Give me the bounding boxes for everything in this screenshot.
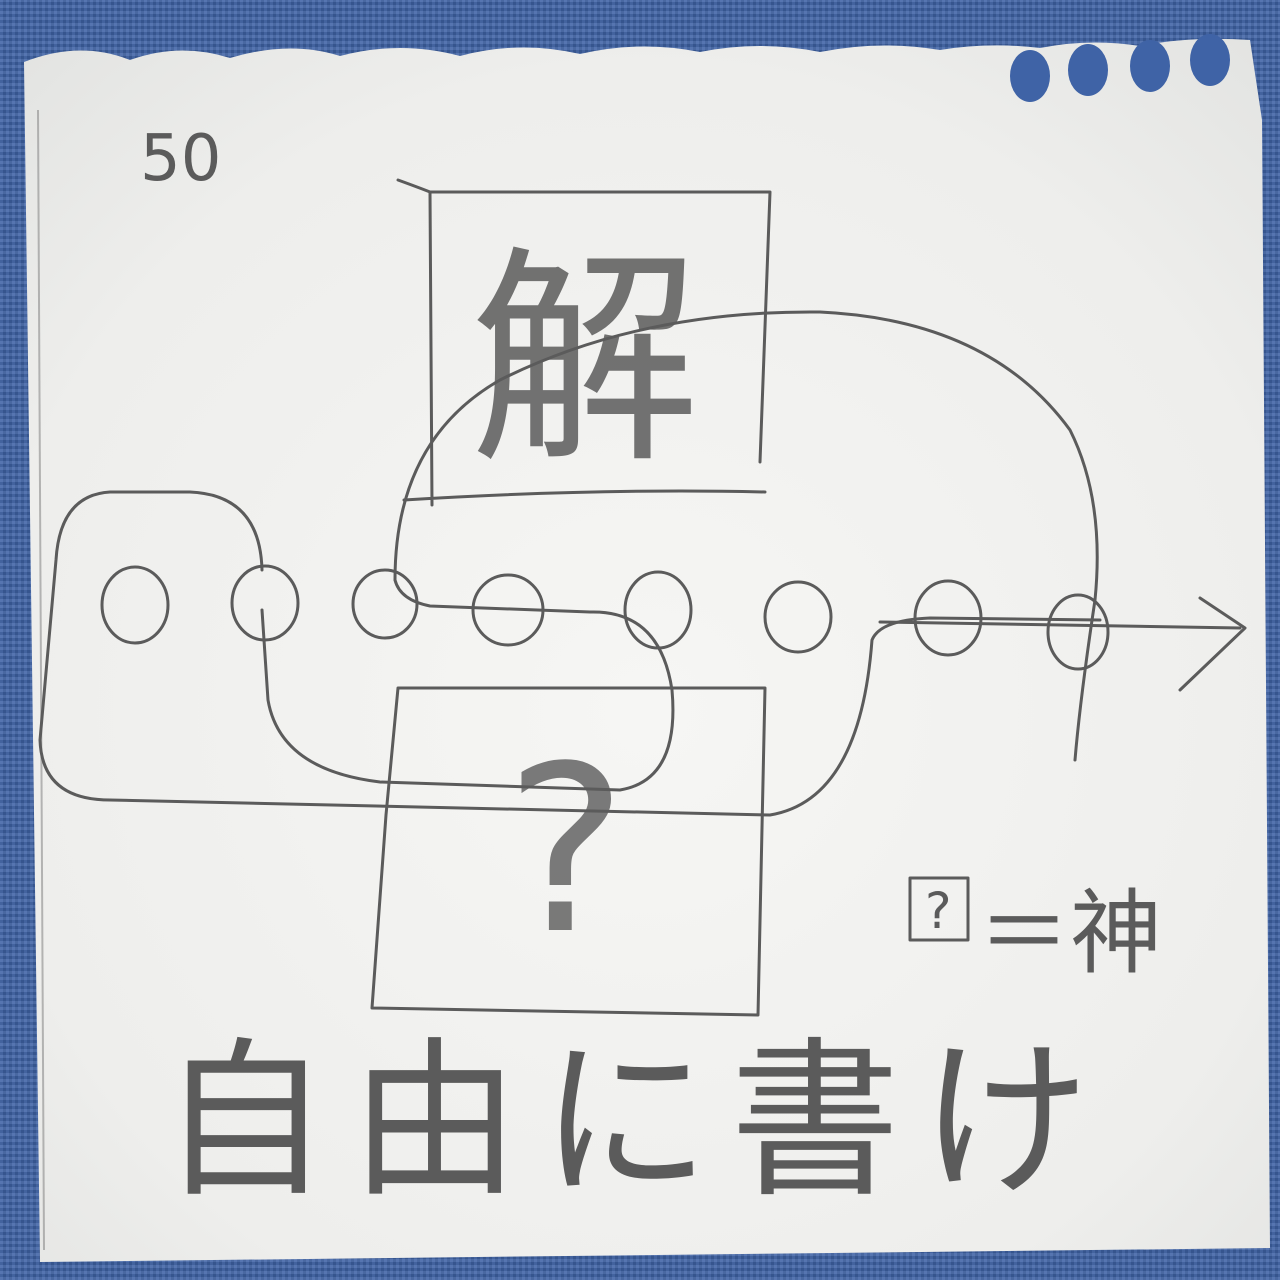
legend-box (908, 876, 970, 942)
circle-7 (913, 579, 983, 657)
margin-line (37, 109, 45, 1251)
note-number: 50 (140, 122, 221, 196)
circle-8 (1046, 593, 1110, 671)
circle-1 (100, 565, 170, 645)
top-box (396, 178, 772, 507)
legend-symbol: ? (925, 882, 952, 940)
bottom-box-text: ? (505, 718, 627, 985)
circle-3 (351, 568, 419, 640)
circle-6 (763, 580, 833, 654)
circle-2 (230, 564, 300, 642)
legend-text: ＝神 (978, 880, 1162, 987)
paper-sheet (24, 34, 1270, 1262)
circle-row (100, 564, 1110, 671)
arrow-right-icon (1178, 596, 1247, 692)
bottom-box (370, 686, 767, 1017)
top-box-text: 解 (470, 228, 700, 495)
circle-5 (623, 570, 693, 650)
pencil-drawing (38, 178, 1247, 1017)
arrow-line (878, 620, 1242, 630)
perforation-holes (1010, 34, 1230, 102)
left-loop (38, 490, 1102, 817)
inner-loop (260, 578, 675, 792)
circle-4 (471, 573, 545, 647)
bottom-text: 自由に書け (160, 1023, 1110, 1221)
